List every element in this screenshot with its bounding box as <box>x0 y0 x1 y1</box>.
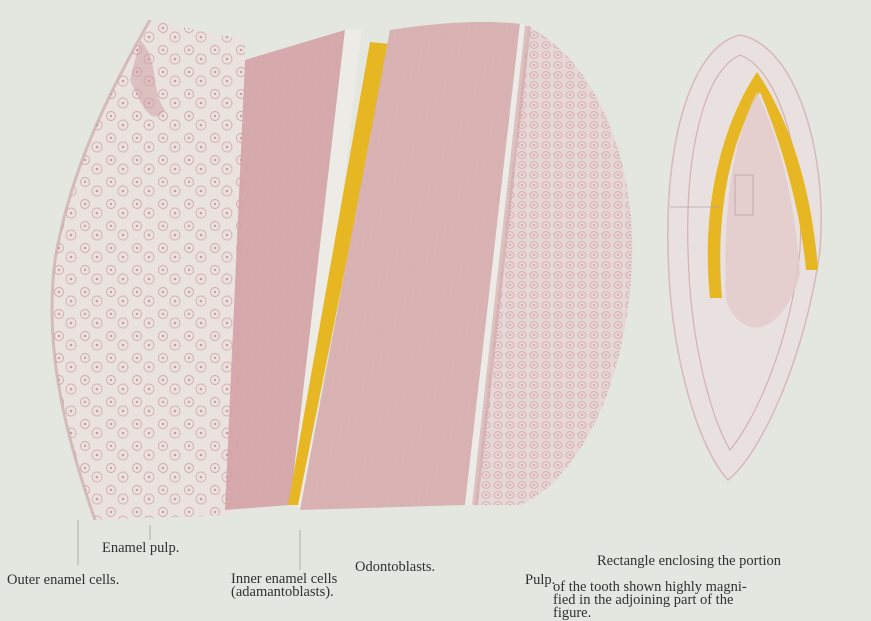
tooth-overview <box>668 35 821 480</box>
enamel-pulp-region <box>52 20 245 520</box>
label-outer-enamel-cells: Outer enamel cells. <box>7 574 119 587</box>
label-pulp: Pulp. <box>525 574 555 587</box>
label-rectangle-rest: of the tooth shown highly magni- fied in… <box>553 579 747 621</box>
label-rectangle-note: Rectangle enclosing the portion of the t… <box>553 542 868 620</box>
label-rectangle-first-line: Rectangle enclosing the portion <box>553 555 868 568</box>
label-inner-enamel-cells: Inner enamel cells (adamantoblasts). <box>231 573 337 599</box>
label-enamel-pulp: Enamel pulp. <box>102 542 179 555</box>
label-odontoblasts: Odontoblasts. <box>355 561 435 574</box>
histology-illustration <box>0 0 871 605</box>
